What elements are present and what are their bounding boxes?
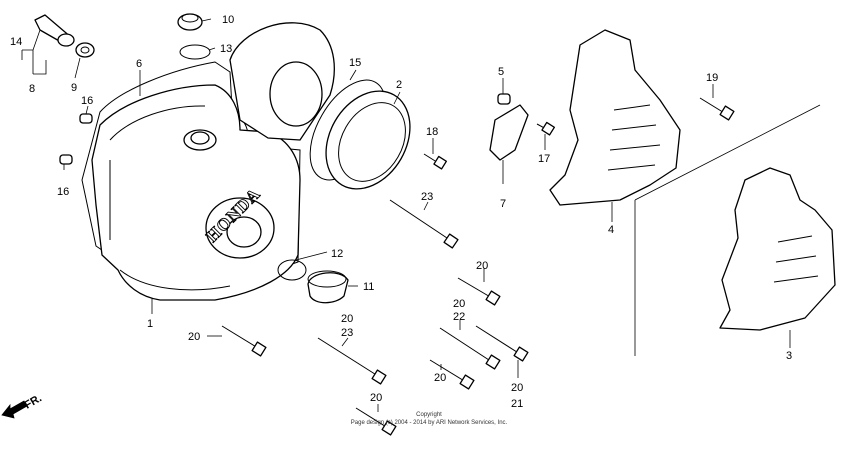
bolt-part-20-c	[429, 359, 475, 390]
callout-3: 3	[786, 350, 792, 362]
callout-8: 8	[29, 83, 35, 95]
bolt-part-20-a	[221, 325, 267, 357]
callout-2: 2	[396, 79, 402, 91]
o-ring-part-12	[277, 259, 307, 281]
callout-1: 1	[147, 318, 153, 330]
cover-filler-hole	[190, 131, 210, 145]
dowel-pin-part-16-lower	[59, 154, 73, 165]
collar-part-9	[75, 42, 95, 58]
o-ring-part-13	[179, 44, 211, 60]
callout-15: 15	[349, 57, 361, 69]
callout-7: 7	[500, 198, 506, 210]
round-cover-part-2	[325, 90, 411, 190]
round-cover-face	[338, 102, 406, 182]
sprocket-cover-part-3	[719, 167, 836, 331]
callout-20-f: 20	[434, 372, 446, 384]
callout-12: 12	[331, 248, 343, 260]
callout-20-c: 20	[453, 298, 465, 310]
callout-16-lower: 16	[57, 186, 69, 198]
collar-part-9-hole	[80, 46, 90, 54]
cap-part-10-top	[181, 13, 199, 23]
sprocket-cover-part-3-slots	[773, 235, 819, 283]
pin-part-5	[497, 93, 511, 105]
bolt-part-17	[536, 121, 556, 136]
callout-14: 14	[10, 36, 22, 48]
callout-9: 9	[71, 82, 77, 94]
bolt-part-21	[475, 325, 529, 362]
bracket-part-7	[489, 104, 529, 161]
cover-main-hole	[226, 216, 262, 248]
callout-20-g: 20	[370, 392, 382, 404]
callout-20-d: 20	[341, 313, 353, 325]
bolt-part-23-upper	[389, 199, 459, 249]
sprocket-cover-part-4	[549, 29, 681, 206]
bolt-part-19	[699, 97, 735, 121]
plug-part-11-top	[307, 270, 347, 288]
callout-5: 5	[498, 66, 504, 78]
callout-4: 4	[608, 224, 614, 236]
copyright-line-2: Page design (c) 2004 - 2014 by ARI Netwo…	[350, 420, 508, 426]
bolt-part-18	[423, 153, 448, 170]
callout-13: 13	[220, 43, 232, 55]
bolt-part-20-d	[355, 407, 397, 436]
cover-rim-detail	[109, 105, 231, 291]
callout-6: 6	[136, 58, 142, 70]
callout-17: 17	[538, 153, 550, 165]
copyright-notice: Copyright Page design (c) 2004 - 2014 by…	[4, 411, 850, 427]
bolt-part-23-lower	[317, 337, 387, 385]
front-arrow-icon	[1, 400, 28, 419]
callout-23-upper: 23	[421, 191, 433, 203]
copyright-line-1: Copyright	[416, 412, 442, 418]
callout-21: 21	[511, 398, 523, 410]
front-direction-label: FR.	[23, 392, 44, 411]
callout-18: 18	[426, 126, 438, 138]
callout-16-upper: 16	[81, 95, 93, 107]
plug-part-11	[307, 272, 349, 304]
callout-23-lower: 23	[341, 327, 353, 339]
callout-20-a: 20	[188, 331, 200, 343]
callout-22: 22	[453, 311, 465, 323]
callout-20-e: 20	[511, 382, 523, 394]
callout-11: 11	[363, 281, 374, 293]
callout-10: 10	[222, 14, 234, 26]
callout-20-b: 20	[476, 260, 488, 272]
bolt-part-20-b	[457, 277, 501, 306]
dowel-pin-part-16-upper	[79, 113, 93, 124]
bolt-part-22	[439, 327, 501, 370]
fitting-nut	[57, 33, 75, 47]
generator-housing-opening	[269, 61, 323, 127]
section-divider-line	[634, 104, 821, 356]
sprocket-cover-part-4-slots	[607, 104, 661, 171]
callout-19: 19	[706, 72, 718, 84]
leader-lines	[21, 18, 791, 412]
